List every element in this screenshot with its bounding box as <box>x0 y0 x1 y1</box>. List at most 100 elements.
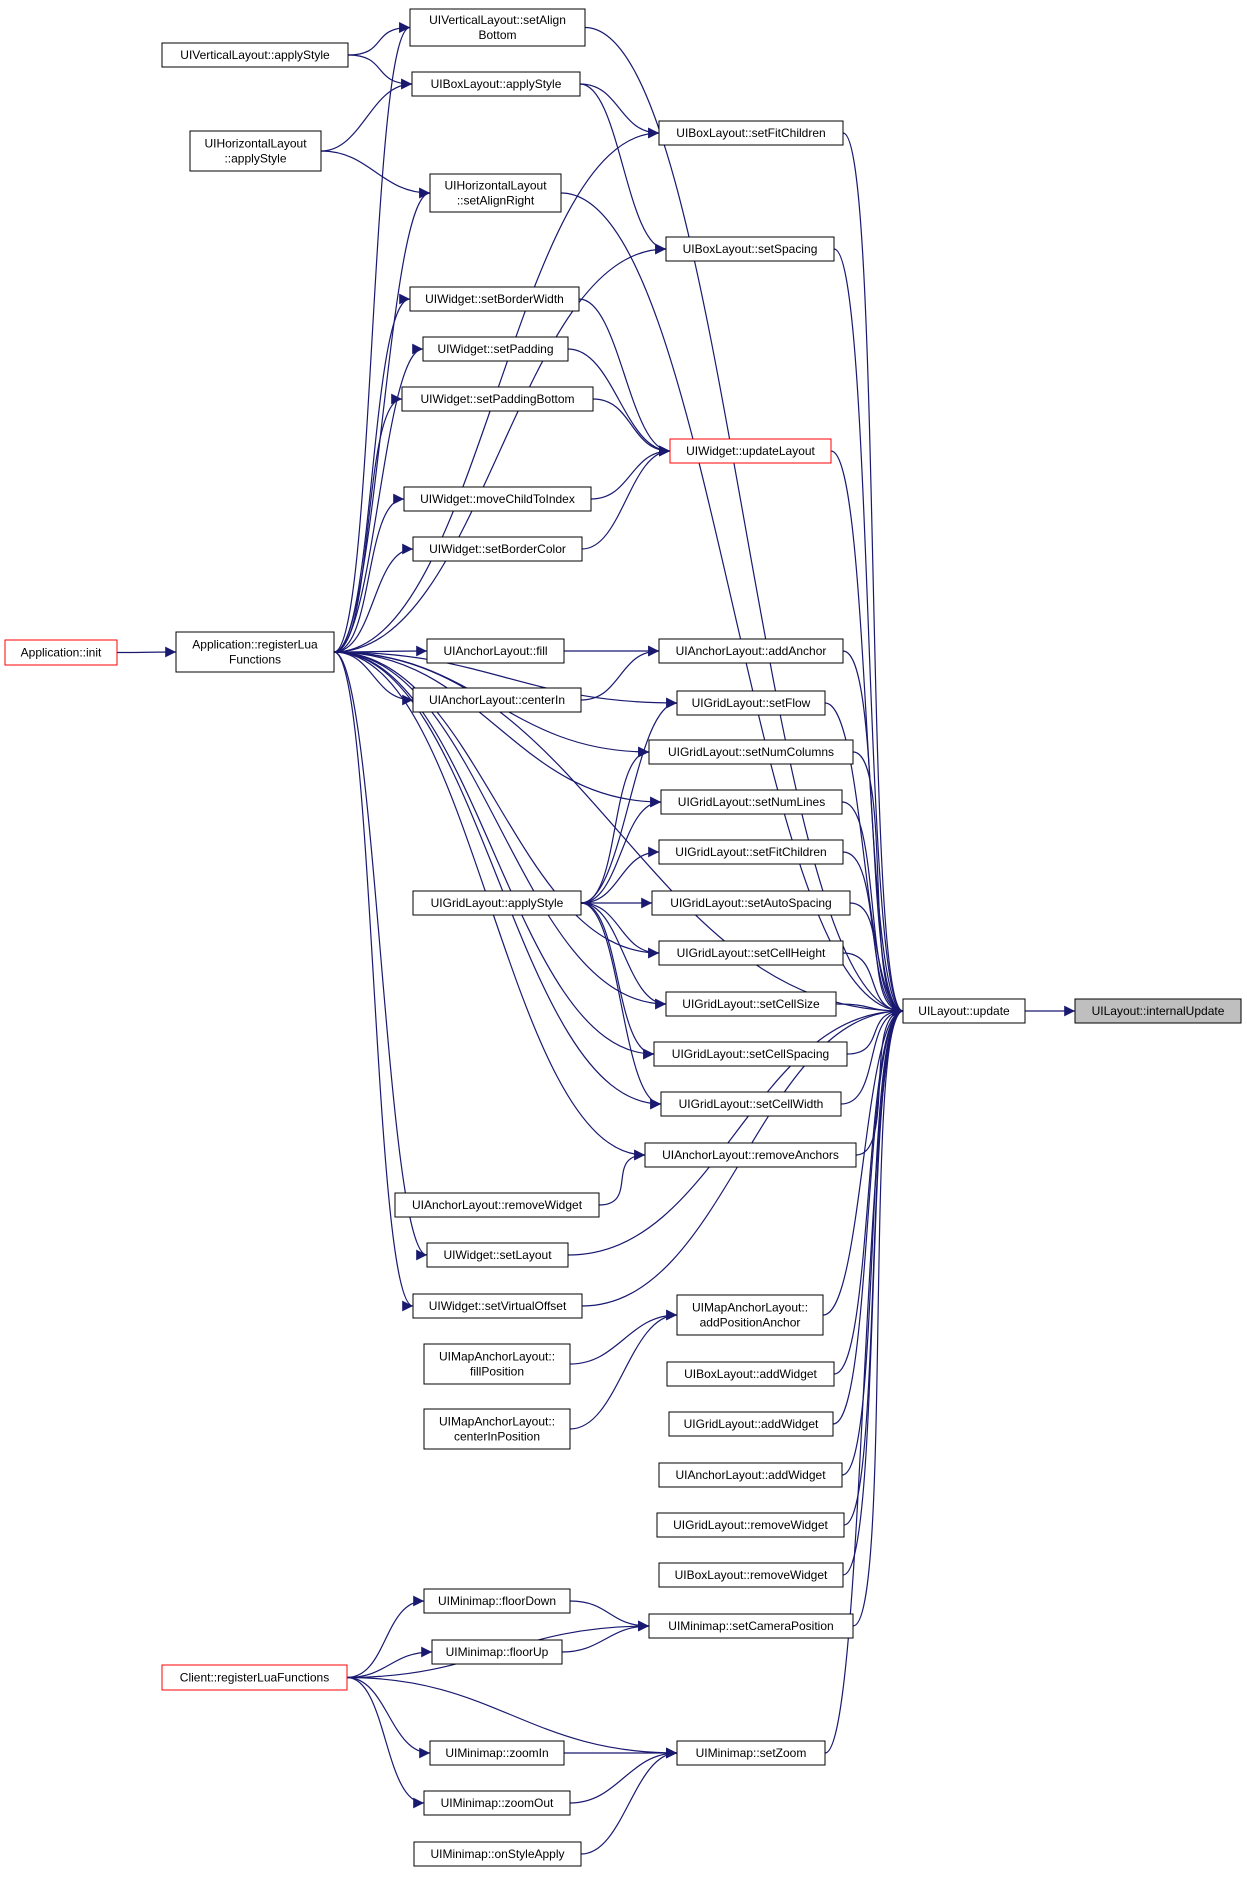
node-box[interactable] <box>412 1293 583 1319</box>
node-box[interactable] <box>658 120 844 146</box>
node-g-set-auto-spacing[interactable]: UIGridLayout::setAutoSpacing <box>651 890 851 916</box>
node-box[interactable] <box>189 130 322 172</box>
node-box[interactable] <box>423 1790 571 1816</box>
node-mm-floor-up[interactable]: UIMinimap::floorUp <box>431 1639 563 1665</box>
node-box-apply-style[interactable]: UIBoxLayout::applyStyle <box>411 71 581 97</box>
node-box[interactable] <box>676 1740 826 1766</box>
node-box[interactable] <box>411 71 581 97</box>
node-b-add-widget[interactable]: UIBoxLayout::addWidget <box>666 1361 835 1387</box>
node-box[interactable] <box>409 286 580 312</box>
node-box[interactable] <box>409 8 586 47</box>
node-box[interactable] <box>648 1613 854 1639</box>
node-g-apply-style[interactable]: UIGridLayout::applyStyle <box>412 890 582 916</box>
node-g-set-cell-height[interactable]: UIGridLayout::setCellHeight <box>658 940 844 966</box>
node-w-set-border-color[interactable]: UIWidget::setBorderColor <box>412 536 583 562</box>
node-box[interactable] <box>658 1462 843 1488</box>
node-app-init[interactable]: Application::init <box>4 639 118 666</box>
node-w-set-virtual-offset[interactable]: UIWidget::setVirtualOffset <box>412 1293 583 1319</box>
node-g-set-cell-spacing[interactable]: UIGridLayout::setCellSpacing <box>653 1041 848 1067</box>
node-b-remove-widget[interactable]: UIBoxLayout::removeWidget <box>658 1562 844 1588</box>
node-box[interactable] <box>658 638 844 664</box>
node-box[interactable] <box>161 1664 348 1691</box>
node-box[interactable] <box>660 789 843 815</box>
node-box[interactable] <box>403 486 592 512</box>
node-v-apply-style[interactable]: UIVerticalLayout::applyStyle <box>161 42 349 68</box>
node-box[interactable] <box>666 1361 835 1387</box>
node-internal-update[interactable]: UILayout::internalUpdate <box>1074 998 1242 1024</box>
node-g-set-cell-width[interactable]: UIGridLayout::setCellWidth <box>660 1091 842 1117</box>
node-mm-set-camera-position[interactable]: UIMinimap::setCameraPosition <box>648 1613 854 1639</box>
node-m-add-position-anchor[interactable]: UIMapAnchorLayout::addPositionAnchor <box>676 1294 824 1336</box>
node-w-set-layout[interactable]: UIWidget::setLayout <box>426 1242 569 1268</box>
node-g-set-num-lines[interactable]: UIGridLayout::setNumLines <box>660 789 843 815</box>
node-box[interactable] <box>423 1588 571 1614</box>
node-a-fill[interactable]: UIAnchorLayout::fill <box>426 638 565 664</box>
node-box[interactable] <box>1074 998 1242 1024</box>
node-g-remove-widget[interactable]: UIGridLayout::removeWidget <box>656 1512 845 1538</box>
node-box[interactable] <box>644 1142 857 1168</box>
node-box[interactable] <box>422 336 569 362</box>
node-box[interactable] <box>653 1041 848 1067</box>
node-g-set-flow[interactable]: UIGridLayout::setFlow <box>676 690 826 716</box>
node-client-register[interactable]: Client::registerLuaFunctions <box>161 1664 348 1691</box>
node-box[interactable] <box>4 639 118 666</box>
node-w-update-layout[interactable]: UIWidget::updateLayout <box>669 438 832 464</box>
node-mm-on-style-apply[interactable]: UIMinimap::onStyleApply <box>413 1841 582 1867</box>
node-a-remove-anchors[interactable]: UIAnchorLayout::removeAnchors <box>644 1142 857 1168</box>
node-box[interactable] <box>669 438 832 464</box>
node-w-move-child-to-index[interactable]: UIWidget::moveChildToIndex <box>403 486 592 512</box>
node-w-set-border-width[interactable]: UIWidget::setBorderWidth <box>409 286 580 312</box>
node-h-set-align-right[interactable]: UIHorizontalLayout::setAlignRight <box>429 173 562 213</box>
node-mm-set-zoom[interactable]: UIMinimap::setZoom <box>676 1740 826 1766</box>
node-app-register[interactable]: Application::registerLuaFunctions <box>175 631 335 673</box>
node-box[interactable] <box>660 1091 842 1117</box>
node-g-set-fit-children[interactable]: UIGridLayout::setFitChildren <box>658 839 844 865</box>
node-box[interactable] <box>658 839 844 865</box>
node-box[interactable] <box>423 1408 571 1450</box>
node-update[interactable]: UILayout::update <box>902 998 1026 1024</box>
node-box[interactable] <box>665 991 837 1017</box>
node-box[interactable] <box>161 42 349 68</box>
node-box[interactable] <box>658 1562 844 1588</box>
node-box[interactable] <box>656 1512 845 1538</box>
node-a-center-in[interactable]: UIAnchorLayout::centerIn <box>412 687 582 713</box>
node-box[interactable] <box>175 631 335 673</box>
node-mm-zoom-in[interactable]: UIMinimap::zoomIn <box>429 1740 565 1766</box>
node-a-add-widget[interactable]: UIAnchorLayout::addWidget <box>658 1462 843 1488</box>
node-a-add-anchor[interactable]: UIAnchorLayout::addAnchor <box>658 638 844 664</box>
node-box[interactable] <box>902 998 1026 1024</box>
node-box[interactable] <box>676 690 826 716</box>
node-box[interactable] <box>423 1343 571 1385</box>
node-w-set-padding-bottom[interactable]: UIWidget::setPaddingBottom <box>401 386 594 412</box>
node-w-set-padding[interactable]: UIWidget::setPadding <box>422 336 569 362</box>
node-box-set-spacing[interactable]: UIBoxLayout::setSpacing <box>665 236 835 262</box>
node-box[interactable] <box>429 173 562 213</box>
node-box-set-fit-children[interactable]: UIBoxLayout::setFitChildren <box>658 120 844 146</box>
node-box[interactable] <box>431 1639 563 1665</box>
node-h-apply-style[interactable]: UIHorizontalLayout::applyStyle <box>189 130 322 172</box>
node-g-add-widget[interactable]: UIGridLayout::addWidget <box>668 1411 834 1437</box>
node-box[interactable] <box>412 890 582 916</box>
node-a-remove-widget[interactable]: UIAnchorLayout::removeWidget <box>394 1192 600 1218</box>
node-box[interactable] <box>665 236 835 262</box>
node-g-set-cell-size[interactable]: UIGridLayout::setCellSize <box>665 991 837 1017</box>
node-box[interactable] <box>412 536 583 562</box>
node-box[interactable] <box>651 890 851 916</box>
node-box[interactable] <box>429 1740 565 1766</box>
node-mm-zoom-out[interactable]: UIMinimap::zoomOut <box>423 1790 571 1816</box>
node-box[interactable] <box>676 1294 824 1336</box>
node-box[interactable] <box>658 940 844 966</box>
node-box[interactable] <box>401 386 594 412</box>
node-m-center-in-position[interactable]: UIMapAnchorLayout::centerInPosition <box>423 1408 571 1450</box>
node-box[interactable] <box>412 687 582 713</box>
node-mm-floor-down[interactable]: UIMinimap::floorDown <box>423 1588 571 1614</box>
node-m-fill-position[interactable]: UIMapAnchorLayout::fillPosition <box>423 1343 571 1385</box>
node-box[interactable] <box>394 1192 600 1218</box>
node-box[interactable] <box>648 739 854 765</box>
node-box[interactable] <box>426 1242 569 1268</box>
node-box[interactable] <box>426 638 565 664</box>
node-g-set-num-columns[interactable]: UIGridLayout::setNumColumns <box>648 739 854 765</box>
node-box[interactable] <box>668 1411 834 1437</box>
node-box[interactable] <box>413 1841 582 1867</box>
